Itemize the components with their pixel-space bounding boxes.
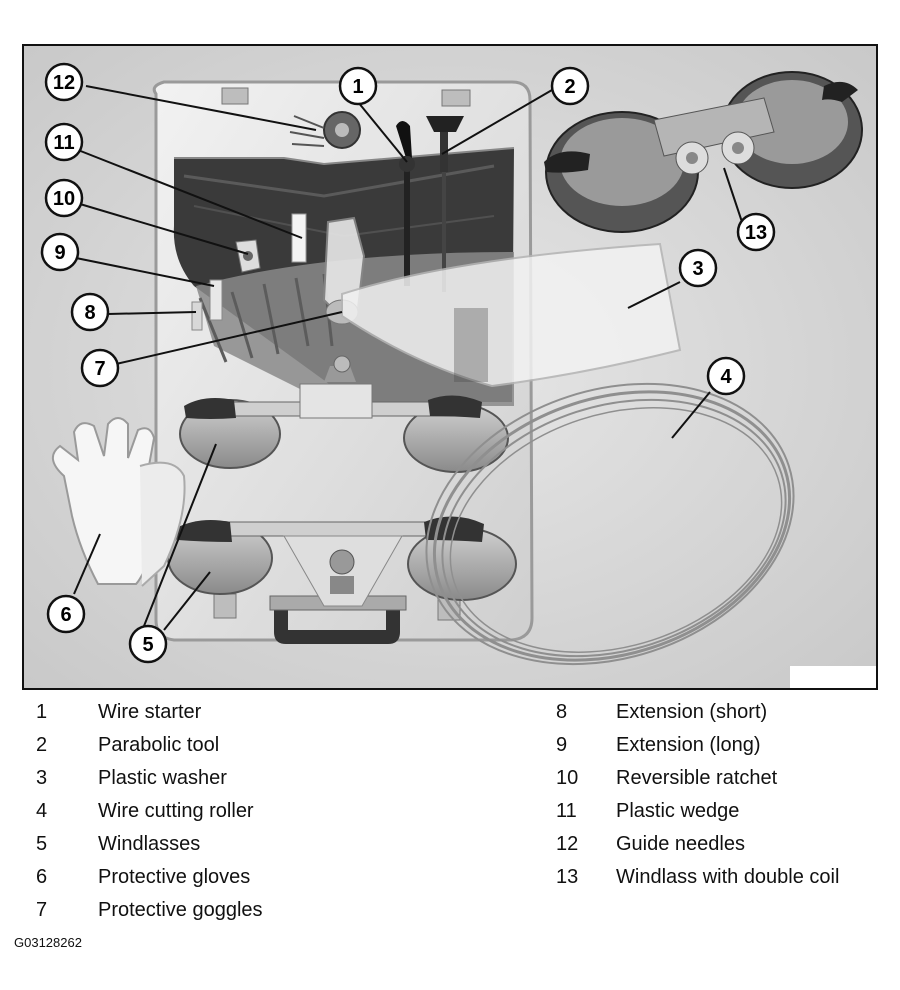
case-latch [441, 89, 471, 107]
callout-5: 5 [128, 624, 168, 664]
case-latch [221, 87, 249, 105]
callout-6: 6 [46, 594, 86, 634]
callout-12: 12 [44, 62, 84, 102]
svg-text:2: 2 [564, 76, 575, 98]
svg-text:4: 4 [720, 366, 732, 388]
svg-text:1: 1 [352, 76, 363, 98]
callout-9: 9 [40, 232, 80, 272]
svg-text:5: 5 [142, 634, 153, 656]
extension-short-item [191, 301, 203, 331]
leader-lines [73, 85, 743, 631]
svg-text:12: 12 [53, 72, 75, 94]
figure-code: G03128262 [14, 935, 82, 950]
svg-text:11: 11 [53, 132, 74, 154]
callout-3: 3 [678, 248, 718, 288]
wire-cutting-roller-item [425, 382, 795, 666]
callout-7: 7 [80, 348, 120, 388]
case-latch [213, 593, 237, 619]
callout-2: 2 [550, 66, 590, 106]
svg-text:6: 6 [60, 604, 71, 626]
callout-13: 13 [736, 212, 776, 252]
svg-text:8: 8 [84, 302, 95, 324]
callout-11: 11 [44, 122, 84, 162]
plastic-washer-item [341, 242, 682, 388]
windlasses-item [167, 516, 517, 607]
case-handle [274, 606, 400, 644]
tool-kit-illustration: 12 1 2 11 10 9 8 7 3 13 4 6 [22, 44, 878, 690]
svg-text:3: 3 [692, 258, 703, 280]
wire-starter-item [396, 121, 412, 158]
parabolic-tool-item [426, 116, 464, 132]
callout-4: 4 [706, 356, 746, 396]
svg-text:10: 10 [53, 188, 75, 210]
callout-10: 10 [44, 178, 84, 218]
svg-text:9: 9 [54, 242, 65, 264]
plastic-wedge-item [291, 213, 307, 263]
blank-label-box [790, 666, 876, 688]
callout-8: 8 [70, 292, 110, 332]
windlasses-item [179, 355, 509, 473]
windlass-double-coil-item [544, 71, 863, 233]
extension-long-item [209, 279, 223, 321]
svg-text:7: 7 [94, 358, 105, 380]
svg-text:13: 13 [745, 222, 767, 244]
callout-1: 1 [338, 66, 378, 106]
